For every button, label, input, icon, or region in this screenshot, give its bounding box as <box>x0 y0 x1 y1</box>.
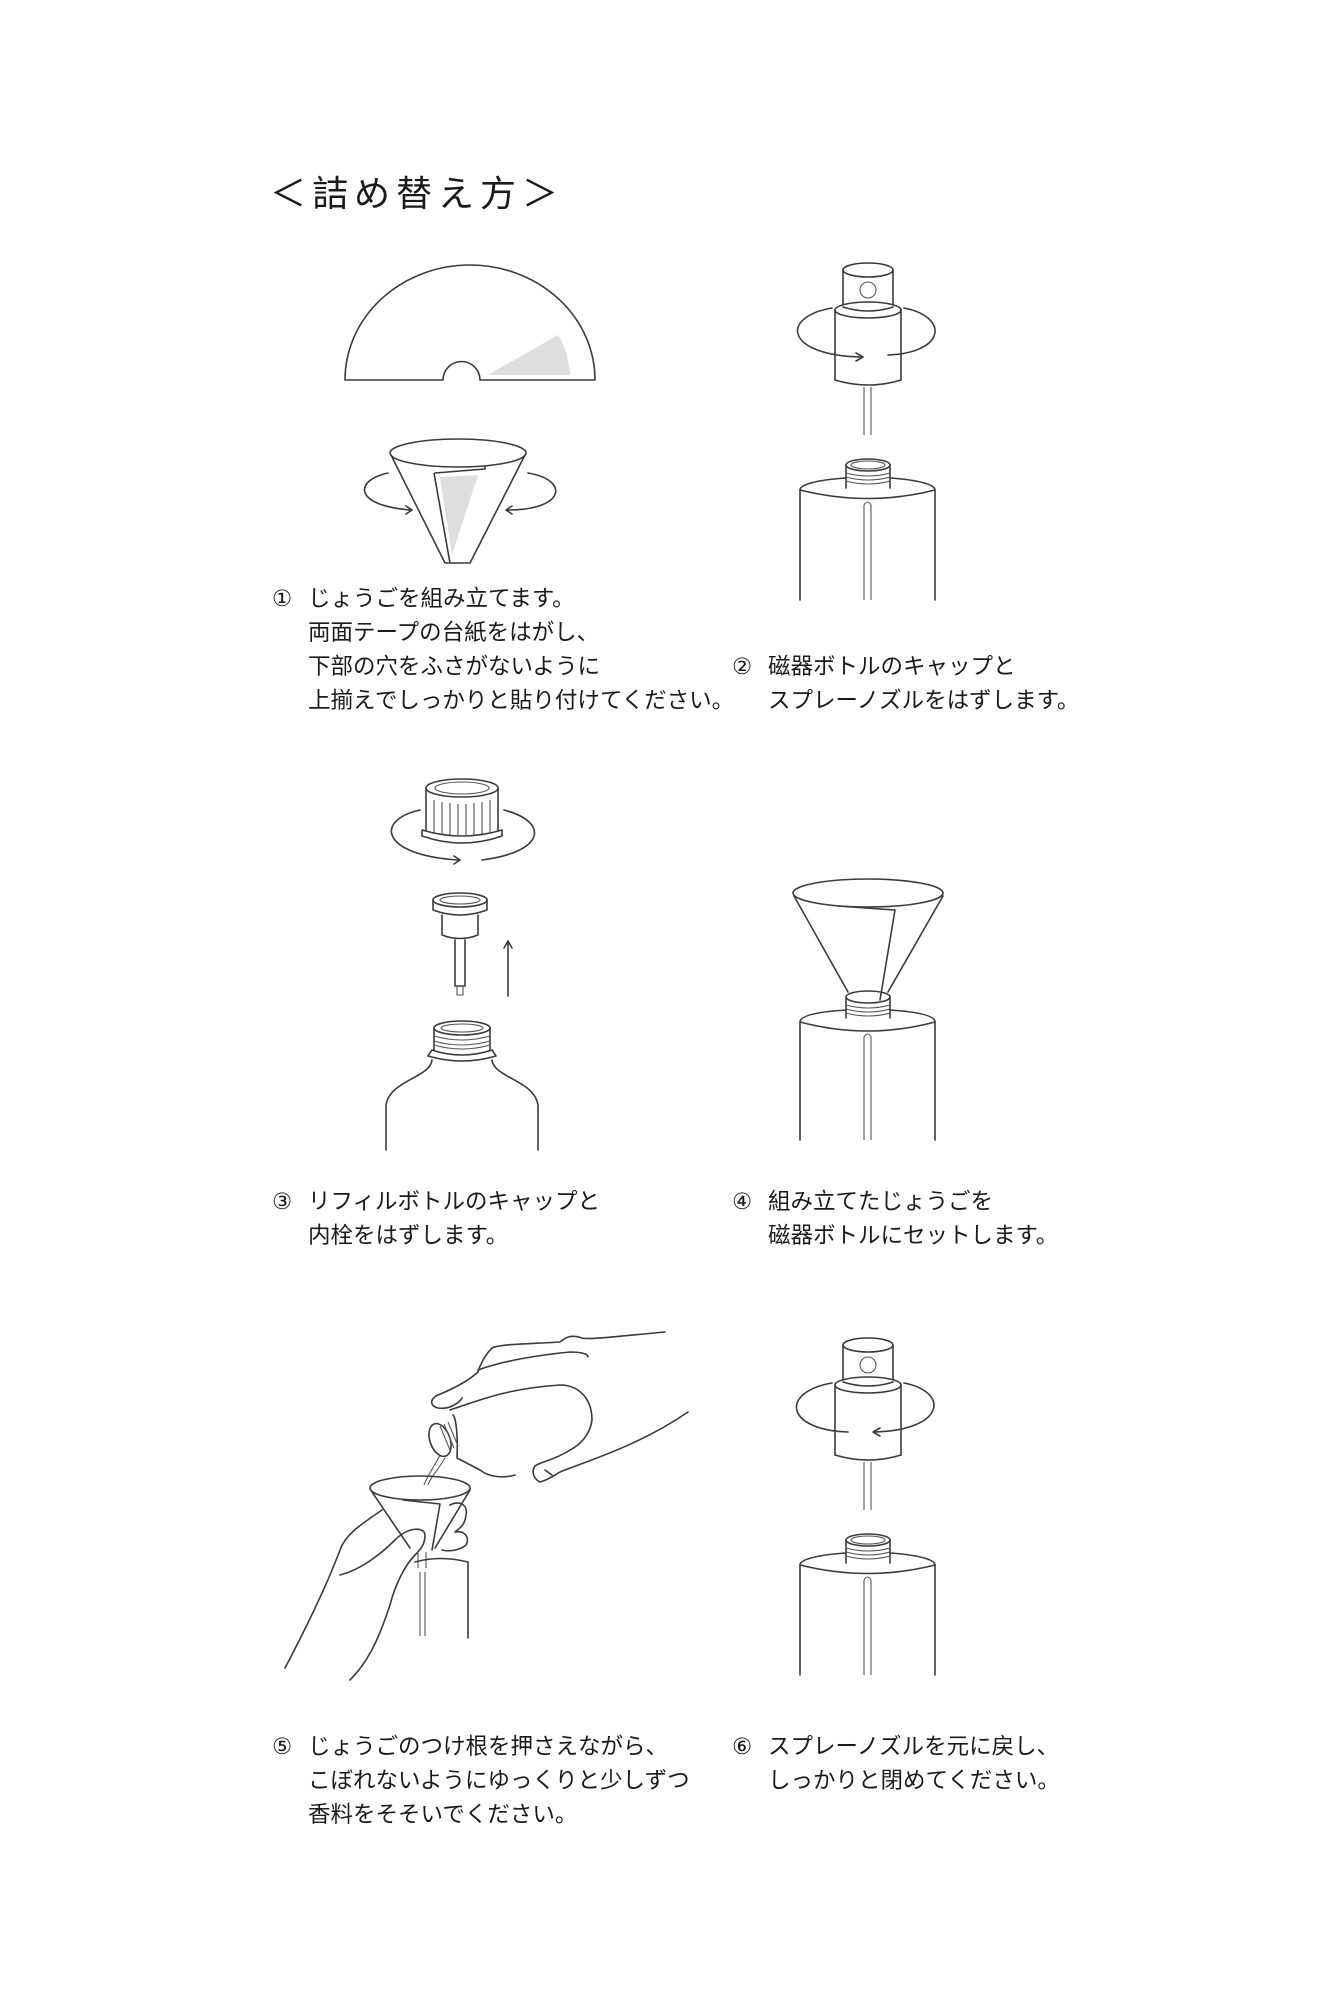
step-3-illustration <box>370 760 570 1151</box>
step-text: じょうごのつけ根を押さえながら、 <box>308 1734 669 1760</box>
step-number: ② <box>732 654 753 680</box>
step-text: こぼれないようにゆっくりと少しずつ <box>308 1768 690 1794</box>
reattach-spray-nozzle-icon <box>795 1337 936 1676</box>
step-5-caption: ⑤ じょうごのつけ根を押さえながら、 こぼれないようにゆっくりと少しずつ 香料をそ… <box>272 1730 690 1832</box>
step-6-illustration <box>760 1320 960 1680</box>
step-text: 組み立てたじょうごを <box>768 1189 994 1215</box>
step-6-caption: ⑥ スプレーノズルを元に戻し、 しっかりと閉めてください。 <box>732 1730 1060 1798</box>
step-text: スプレーノズルを元に戻し、 <box>768 1734 1060 1760</box>
step-1-caption: ① じょうごを組み立てます。 両面テープの台紙をはがし、 下部の穴をふさがないよう… <box>272 582 734 718</box>
step-5-illustration <box>270 1300 700 1681</box>
step-text: 両面テープの台紙をはがし、 <box>308 620 600 646</box>
step-3-caption: ③ リフィルボトルのキャップと 内栓をはずします。 <box>272 1185 600 1253</box>
step-number: ① <box>272 586 293 612</box>
step-text: 磁器ボトルのキャップと <box>768 654 1016 680</box>
step-text: スプレーノズルをはずします。 <box>768 688 1080 714</box>
step-text: リフィルボトルのキャップと <box>308 1189 601 1215</box>
remove-spray-nozzle-icon <box>796 262 936 601</box>
step-text: 磁器ボトルにセットします。 <box>768 1223 1059 1249</box>
pour-fragrance-icon <box>284 1331 689 1681</box>
step-1-illustration <box>330 255 610 565</box>
funnel-assembly-icon <box>344 264 596 564</box>
page-title: ＜詰め替え方＞ <box>270 174 565 215</box>
step-number: ④ <box>732 1189 753 1215</box>
step-2-illustration <box>760 245 960 605</box>
step-text: 香料をそそいでください。 <box>308 1802 578 1828</box>
step-number: ⑤ <box>272 1734 293 1760</box>
step-text: 上揃えでしっかりと貼り付けてください。 <box>308 688 735 714</box>
set-funnel-icon <box>792 878 944 1141</box>
step-number: ⑥ <box>732 1734 753 1760</box>
remove-refill-cap-icon <box>385 778 539 1151</box>
step-number: ③ <box>272 1189 293 1215</box>
step-2-caption: ② 磁器ボトルのキャップと スプレーノズルをはずします。 <box>732 650 1079 718</box>
step-text: しっかりと閉めてください。 <box>768 1768 1060 1794</box>
step-text: 下部の穴をふさがないように <box>308 654 601 680</box>
step-text: じょうごを組み立てます。 <box>308 586 575 612</box>
step-4-caption: ④ 組み立てたじょうごを 磁器ボトルにセットします。 <box>732 1185 1058 1253</box>
step-text: 内栓をはずします。 <box>308 1223 509 1249</box>
step-4-illustration <box>760 760 980 1150</box>
